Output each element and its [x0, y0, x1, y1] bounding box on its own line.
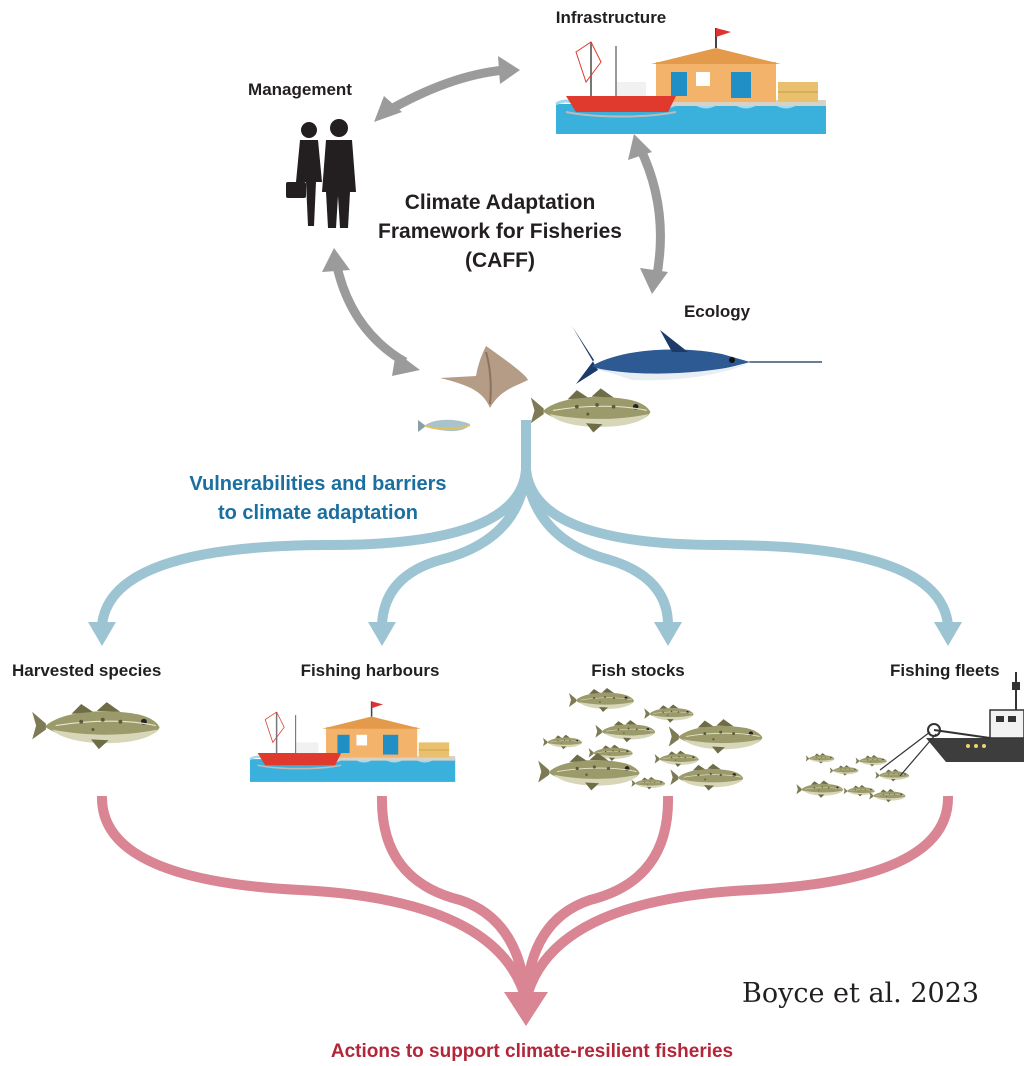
component-label-harvested-species: Harvested species [12, 661, 162, 680]
herring-icon [418, 419, 471, 432]
arrow-management-ecology [331, 261, 408, 366]
actions-label: Actions to support climate-resilient fis… [330, 1041, 734, 1062]
component-label-fish-stocks: Fish stocks [591, 661, 685, 680]
vulnerabilities-line-2: to climate adaptation [217, 502, 419, 524]
ecology-label: Ecology [683, 302, 751, 321]
vulnerabilities-line-1: Vulnerabilities and barriers [189, 473, 447, 495]
framework-title: Climate Adaptation Framework for Fisheri… [340, 188, 660, 275]
arrow-infrastructure-ecology [635, 146, 665, 281]
vulnerabilities-label: Vulnerabilities and barriers to climate … [189, 470, 446, 528]
framework-title-line-3: (CAFF) [465, 249, 535, 272]
action-arrowhead [504, 992, 548, 1026]
vulnerability-arrowheads [88, 622, 962, 646]
fish-stocks-school-icon [537, 687, 763, 791]
fishing-harbour-icon [248, 700, 457, 784]
management-label: Management [248, 80, 352, 99]
action-arrows [96, 795, 954, 1002]
fishing-fleet-trawler-icon [796, 672, 1024, 803]
component-label-fishing-harbours: Fishing harbours [300, 661, 440, 680]
citation: Boyce et al. 2023 [742, 978, 980, 1009]
skate-icon [440, 346, 528, 408]
infrastructure-label: Infrastructure [555, 8, 667, 27]
infrastructure-harbour-icon [554, 26, 828, 136]
arrow-management-infrastructure [383, 65, 506, 116]
swordfish-icon [572, 326, 822, 384]
component-label-fishing-fleets: Fishing fleets [890, 661, 1000, 680]
harvested-species-cod-icon [31, 701, 161, 750]
framework-title-line-2: Framework for Fisheries [378, 220, 622, 243]
framework-title-line-1: Climate Adaptation [404, 191, 596, 214]
management-people-icon [286, 119, 356, 228]
cod-icon-ecology [530, 387, 651, 434]
cycle-arrows [322, 56, 668, 376]
vulnerability-arrows [97, 420, 953, 626]
